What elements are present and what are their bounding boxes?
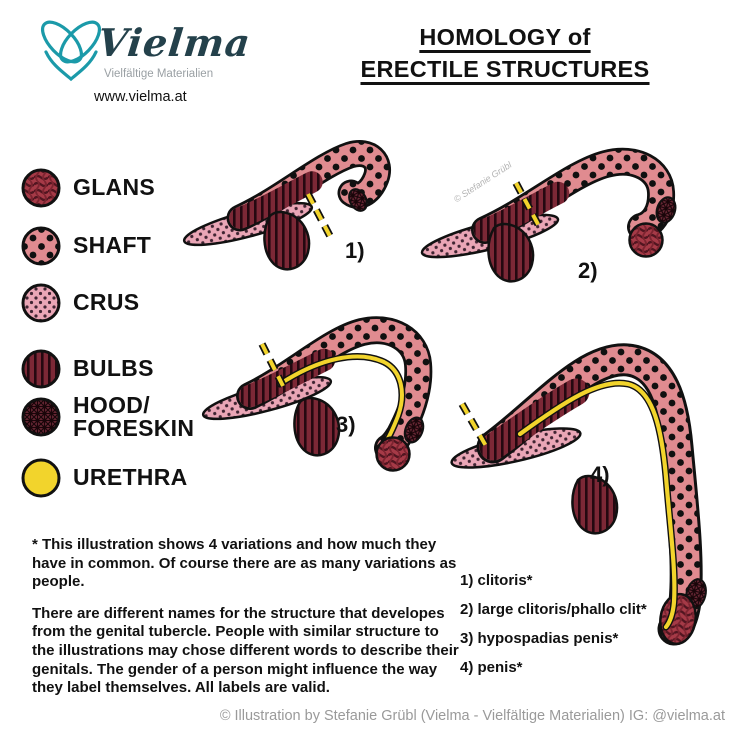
shaft-swatch-icon xyxy=(21,226,61,266)
legend-label-crus: CRUS xyxy=(73,289,140,316)
legend-label-shaft: SHAFT xyxy=(73,232,152,259)
figure-4-number: 4) xyxy=(590,462,610,487)
figure-2-number: 2) xyxy=(578,258,598,283)
page-title-line1: HOMOLOGY of xyxy=(419,24,591,50)
legend-item-crus: CRUS xyxy=(20,282,139,324)
variation-item-2: 2) large clitoris/phallo clit* xyxy=(460,601,647,618)
figure-3-hypospadias-penis-illustration xyxy=(201,316,433,472)
figure-1-clitoris-illustration xyxy=(182,140,391,271)
legend-item-glans: GLANS xyxy=(20,167,155,209)
variation-item-1: 1) clitoris* xyxy=(460,572,533,589)
figure-1-number: 1) xyxy=(345,238,365,263)
brand-heart-logo-icon xyxy=(41,20,101,82)
urethra-swatch-icon xyxy=(21,458,61,498)
legend-item-hood-foreskin: HOOD/ FORESKIN xyxy=(20,392,195,442)
figure-2-large-clitoris-illustration xyxy=(420,147,677,283)
glans-swatch-icon xyxy=(21,168,61,208)
notes-paragraph-1: * This illustration shows 4 variations a… xyxy=(32,536,457,591)
page-title-line2: ERECTILE STRUCTURES xyxy=(360,55,650,82)
bulbs-swatch-icon xyxy=(21,349,61,389)
crus-swatch-icon xyxy=(21,283,61,323)
brand-website-link: www.vielma.at xyxy=(94,89,187,105)
legend-label-hood-foreskin: HOOD/ FORESKIN xyxy=(73,392,195,442)
legend-item-shaft: SHAFT xyxy=(20,225,151,267)
footer-credit: © Illustration by Stefanie Grübl (Vielma… xyxy=(219,708,725,724)
brand-tagline: Vielfältige Materialien xyxy=(104,68,214,80)
legend-label-glans: GLANS xyxy=(73,174,155,201)
legend-label-bulbs: BULBS xyxy=(73,355,154,382)
notes-paragraph-2: There are different names for the struct… xyxy=(32,604,459,697)
brand-name: Vielma xyxy=(95,20,254,65)
legend-item-bulbs: BULBS xyxy=(20,348,154,390)
page-title: HOMOLOGY of ERECTILE STRUCTURES xyxy=(352,22,658,85)
notes-block: * This illustration shows 4 variations a… xyxy=(32,536,460,698)
variations-list: 1) clitoris* 2) large clitoris/phallo cl… xyxy=(460,566,647,682)
variation-item-4: 4) penis* xyxy=(460,659,523,676)
variation-item-3: 3) hypospadias penis* xyxy=(460,630,619,647)
figure-4-penis-illustration xyxy=(450,343,707,646)
legend-item-urethra: URETHRA xyxy=(20,457,188,499)
figure-3-number: 3) xyxy=(336,412,356,437)
hood-foreskin-swatch-icon xyxy=(21,397,61,437)
legend-label-urethra: URETHRA xyxy=(73,464,188,491)
